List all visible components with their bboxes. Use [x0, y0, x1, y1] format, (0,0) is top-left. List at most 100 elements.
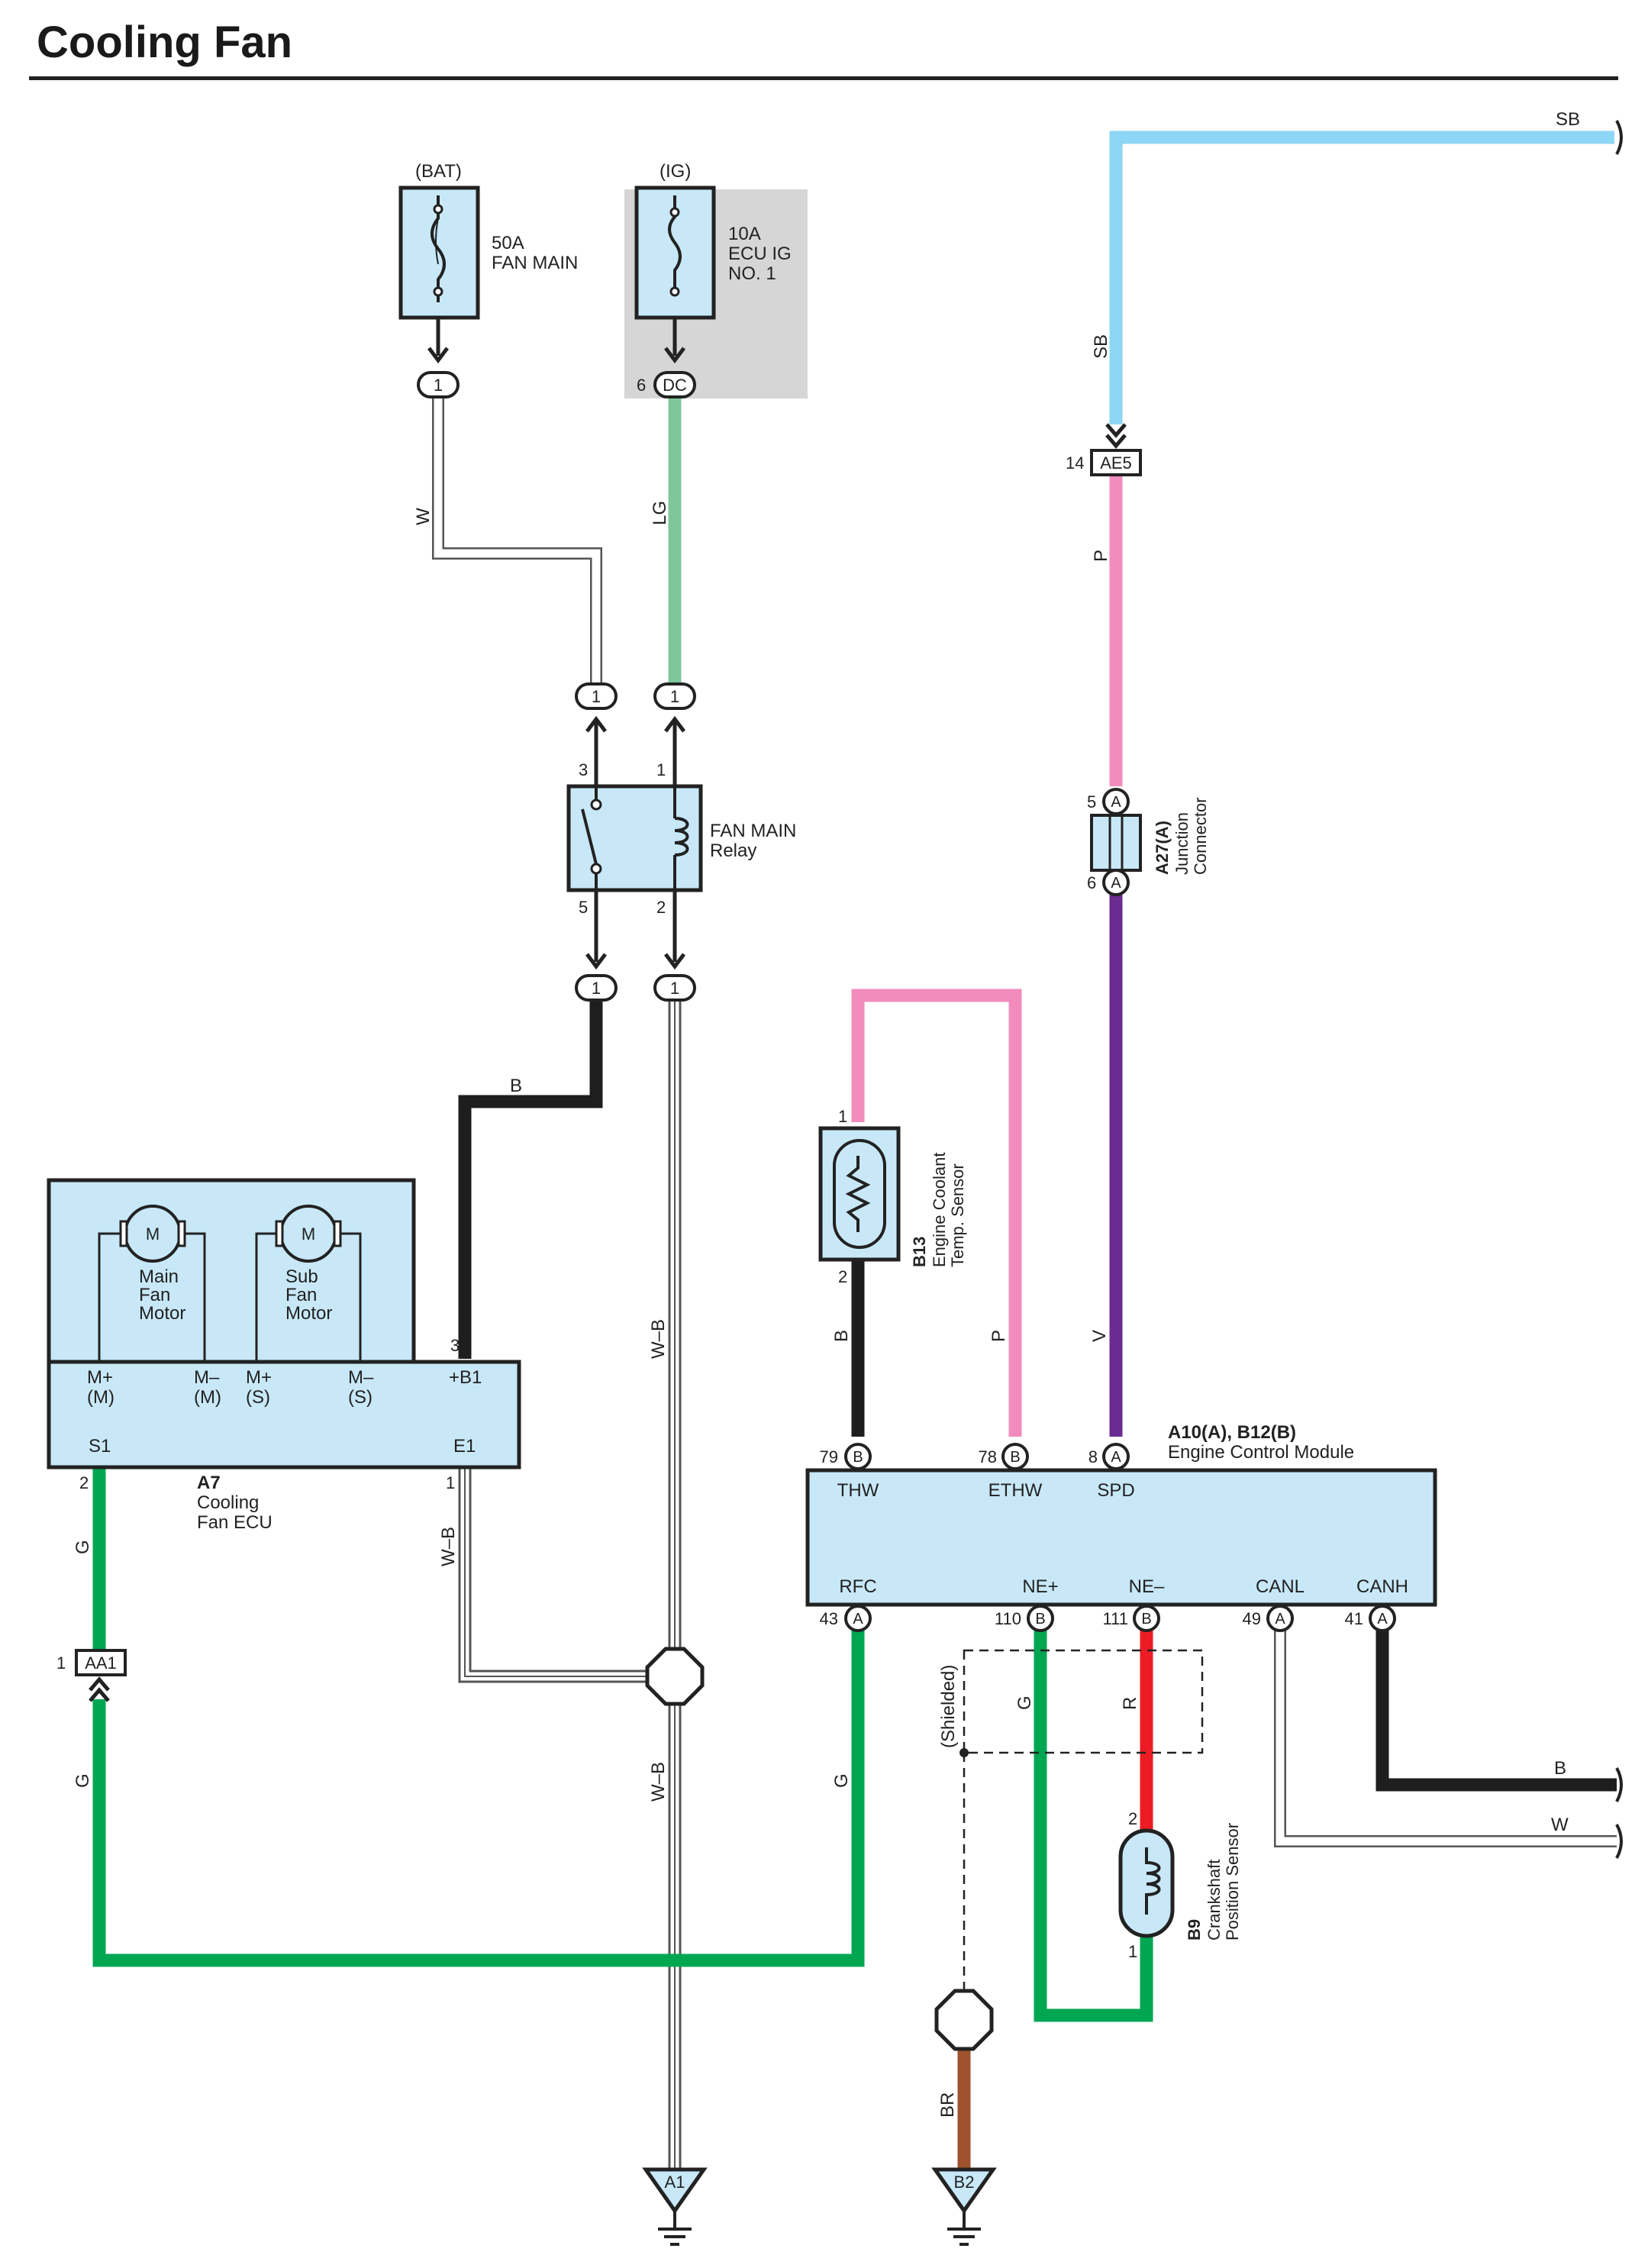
- svg-text:A: A: [1111, 875, 1121, 892]
- wire-label-wb-relay: W–B: [648, 1319, 669, 1359]
- svg-text:1: 1: [838, 1107, 847, 1126]
- svg-text:+B1: +B1: [449, 1367, 482, 1388]
- svg-text:Motor: Motor: [285, 1303, 332, 1324]
- break-sb: [1615, 120, 1623, 155]
- splice-wb: [645, 1647, 705, 1706]
- fan-main-relay: 1 1 3 1 5 2 FAN MAIN Relay 1 1: [566, 682, 796, 1002]
- svg-text:B: B: [1010, 1449, 1020, 1466]
- svg-text:Fan ECU: Fan ECU: [197, 1512, 273, 1533]
- ecm-pin-spd: A 8 SPD: [1088, 1443, 1135, 1501]
- wire-label-b-canh: B: [1554, 1758, 1566, 1779]
- svg-text:49: 49: [1243, 1609, 1261, 1628]
- svg-text:A1: A1: [665, 2173, 685, 2192]
- wire-label-sb-top: SB: [1091, 334, 1111, 359]
- wire-label-p-junction: P: [1091, 550, 1111, 562]
- ecm-pin-canl: CANL A 49: [1243, 1576, 1305, 1632]
- wire-wb-ecu: [458, 1467, 655, 1683]
- cooling-fan-ecu: M Main Fan Motor M Sub Fan Motor M+ (M) …: [47, 1178, 521, 1533]
- fuse-bat-name: FAN MAIN: [492, 253, 578, 273]
- wire-sb-top: [1109, 131, 1614, 424]
- wire-label-w-bat: W: [413, 508, 434, 525]
- svg-text:1: 1: [592, 979, 601, 998]
- fuse-ig-rating: 10A: [728, 224, 761, 244]
- svg-text:RFC: RFC: [839, 1576, 876, 1597]
- crank-sensor-id: B9: [1185, 1919, 1204, 1941]
- fuse-ig: (IG) 10A ECU IG NO. 1 DC 6: [624, 161, 808, 398]
- fuse-ig-source: (IG): [660, 161, 691, 182]
- break-w: [1615, 1824, 1623, 1859]
- svg-text:Fan: Fan: [285, 1285, 317, 1305]
- ecm-name: Engine Control Module: [1168, 1442, 1354, 1463]
- svg-text:Fan: Fan: [139, 1285, 170, 1305]
- svg-text:Engine Coolant: Engine Coolant: [930, 1153, 949, 1267]
- svg-text:Temp. Sensor: Temp. Sensor: [948, 1163, 967, 1267]
- main-fan-motor: M Main Fan Motor: [98, 1205, 206, 1362]
- svg-text:B: B: [853, 1449, 863, 1466]
- fuse-bat-connector: 1: [434, 376, 443, 395]
- svg-text:(S): (S): [246, 1387, 270, 1408]
- fuse-bat-source: (BAT): [415, 161, 462, 182]
- wire-label-g-ne: G: [1014, 1695, 1035, 1710]
- svg-text:THW: THW: [837, 1480, 879, 1501]
- wire-label-b-relay: B: [510, 1076, 522, 1096]
- svg-text:ETHW: ETHW: [988, 1480, 1043, 1501]
- wire-label-p-ethw: P: [988, 1330, 1009, 1342]
- sub-fan-motor: M Sub Fan Motor: [255, 1205, 362, 1362]
- svg-text:(M): (M): [87, 1387, 114, 1408]
- ecm-pin-ne-plus: NE+ B 110: [995, 1576, 1059, 1632]
- fuse-ig-connector: DC: [663, 376, 687, 395]
- svg-text:M–: M–: [348, 1367, 374, 1388]
- svg-text:A: A: [1111, 1449, 1121, 1466]
- svg-text:NE–: NE–: [1129, 1576, 1165, 1597]
- page-title: Cooling Fan: [37, 18, 293, 67]
- svg-text:78: 78: [979, 1447, 997, 1466]
- svg-text:1: 1: [446, 1473, 455, 1492]
- ecm-pin-ne-minus: NE– B 111: [1103, 1576, 1165, 1632]
- ecm-pin-rfc: RFC A 43: [820, 1576, 877, 1632]
- svg-text:5: 5: [1087, 792, 1096, 811]
- fuse-ig-name-l2: NO. 1: [728, 263, 776, 284]
- svg-text:AA1: AA1: [85, 1653, 117, 1673]
- wire-label-wb-ecu: W–B: [438, 1527, 459, 1566]
- wire-label-g-s1: G: [73, 1540, 93, 1554]
- svg-text:110: 110: [995, 1609, 1021, 1628]
- junction-connector: AE5 14 A 5 A 6 A27(A) Junction Connector: [1066, 423, 1210, 896]
- svg-text:2: 2: [838, 1267, 847, 1286]
- svg-text:3: 3: [579, 760, 588, 779]
- svg-text:5: 5: [579, 898, 588, 917]
- svg-text:79: 79: [820, 1447, 838, 1466]
- svg-text:43: 43: [820, 1609, 838, 1628]
- relay-name-l2: Relay: [710, 840, 756, 861]
- wire-p-ethw: [851, 989, 1022, 1437]
- svg-text:1: 1: [592, 687, 601, 706]
- wire-label-v-spd: V: [1089, 1330, 1110, 1342]
- svg-text:M: M: [302, 1224, 315, 1244]
- svg-text:1: 1: [1128, 1942, 1137, 1961]
- ecm-pin-canh: CANH A 41: [1345, 1576, 1408, 1632]
- svg-text:SPD: SPD: [1097, 1480, 1134, 1501]
- svg-text:2: 2: [79, 1473, 89, 1492]
- break-b: [1615, 1767, 1623, 1802]
- wire-w-canl: [1274, 1620, 1617, 1847]
- svg-text:AE5: AE5: [1100, 453, 1132, 473]
- wire-label-g-low: G: [73, 1773, 93, 1788]
- splice-br: [934, 1989, 994, 2051]
- svg-text:2: 2: [656, 898, 666, 917]
- svg-text:(S): (S): [348, 1387, 372, 1408]
- svg-text:S1: S1: [89, 1436, 111, 1457]
- svg-text:8: 8: [1088, 1447, 1098, 1466]
- svg-text:1: 1: [670, 687, 679, 706]
- svg-text:M–: M–: [194, 1367, 220, 1388]
- ecm-pin-ethw: B 78 ETHW: [979, 1443, 1043, 1501]
- svg-text:A: A: [1111, 794, 1121, 811]
- svg-text:A: A: [1377, 1611, 1388, 1628]
- svg-text:1: 1: [670, 979, 679, 998]
- svg-text:M+: M+: [246, 1367, 272, 1388]
- ecm-pin-thw: B 79 THW: [820, 1443, 879, 1501]
- svg-text:A: A: [1275, 1611, 1285, 1628]
- wire-label-g-rfc: G: [831, 1773, 852, 1788]
- svg-text:Motor: Motor: [139, 1303, 185, 1324]
- svg-text:6: 6: [1087, 873, 1096, 892]
- shield-label: (Shielded): [938, 1665, 959, 1748]
